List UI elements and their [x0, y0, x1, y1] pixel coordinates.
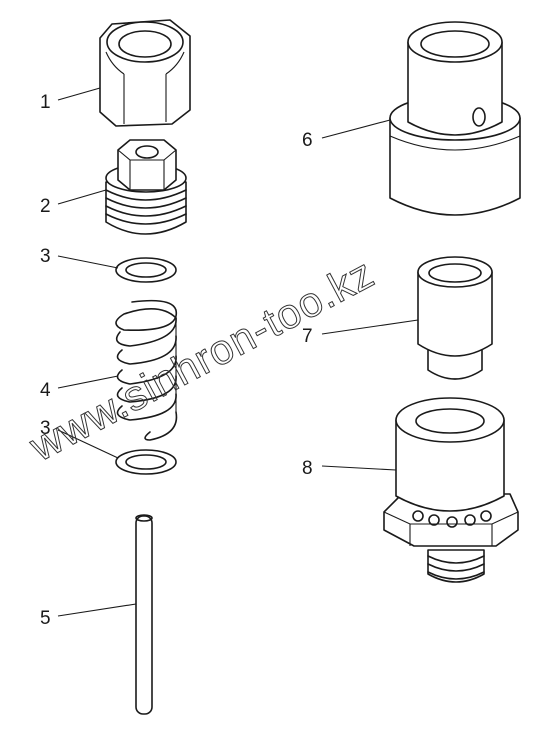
watermark-text: www.sinhron-too.kz: [21, 249, 381, 470]
part-1-hex-nut: [99, 19, 191, 127]
callout-2: 2: [40, 196, 51, 217]
callout-6: 6: [302, 130, 313, 151]
leader-lines: [57, 87, 419, 617]
callout-3-lower: 3: [40, 418, 51, 439]
callout-7: 7: [302, 326, 313, 347]
part-6-sleeve: [389, 21, 521, 216]
part-8-valve-body: [383, 397, 519, 583]
part-5-pin: [135, 514, 153, 715]
callout-numbers: 1 2 3 4 3 5 6 7 8: [40, 92, 313, 629]
callout-1: 1: [40, 92, 51, 113]
callout-4: 4: [40, 380, 51, 401]
callout-8: 8: [302, 458, 313, 479]
part-3-washer-lower: [115, 449, 177, 475]
callout-3-upper: 3: [40, 246, 51, 267]
part-3-washer-upper: [115, 257, 177, 283]
callout-5: 5: [40, 608, 51, 629]
part-2-threaded-plug: [105, 139, 187, 235]
part-7-bushing: [417, 256, 493, 380]
